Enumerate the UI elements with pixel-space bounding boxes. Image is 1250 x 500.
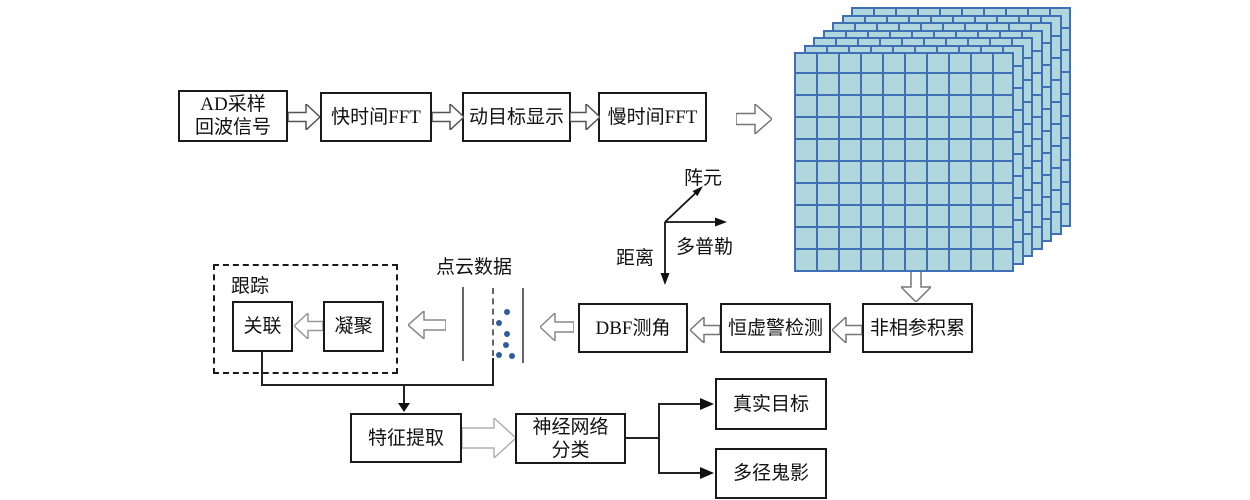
tracking-group-title: 跟踪 <box>231 276 270 297</box>
connector-line <box>492 358 494 386</box>
box-label: 凝聚 <box>334 316 373 337</box>
box-feature-extraction: 特征提取 <box>350 413 462 463</box>
box-label: 恒虚警检测 <box>727 317 823 339</box>
point-cloud-frame-line <box>522 288 524 363</box>
cube-layer <box>794 52 1014 272</box>
flow-arrow-right-icon <box>736 104 772 134</box>
box-dbf-angle-measurement: DBF测角 <box>578 303 688 353</box>
flow-arrow-down-icon <box>901 271 931 302</box>
box-label: 动目标显示 <box>468 106 564 128</box>
flow-arrow-right-icon <box>570 104 600 130</box>
box-label: 关联 <box>243 316 282 337</box>
box-label: AD采样 <box>200 94 266 115</box>
box-cfar-detection: 恒虚警检测 <box>720 303 831 353</box>
flow-arrow-left-icon <box>540 313 574 341</box>
connector-line <box>261 384 494 386</box>
arrowhead-right-icon <box>700 398 714 410</box>
box-association: 关联 <box>232 301 293 352</box>
point-cloud-dot <box>504 331 510 337</box>
tracking-group-box <box>213 264 398 374</box>
box-label: DBF测角 <box>595 317 671 339</box>
box-label: 回波信号 <box>194 117 271 138</box>
point-cloud-dot <box>503 342 509 348</box>
connector-line <box>261 352 263 386</box>
box-label: 神经网络 <box>532 416 609 438</box>
axis-label-doppler: 多普勒 <box>676 237 734 258</box>
connector-line <box>658 403 660 474</box>
box-label: 分类 <box>551 439 590 461</box>
radar-data-cube <box>794 7 1084 277</box>
arrowhead-down-icon <box>398 403 410 412</box>
box-ad-sampling-echo: AD采样 回波信号 <box>178 90 288 142</box>
flow-arrow-right-icon <box>432 104 464 130</box>
box-label: 非相参积累 <box>869 317 965 339</box>
flow-arrow-left-icon <box>832 317 862 343</box>
box-label: 真实目标 <box>732 393 809 415</box>
point-cloud-frame-line-dashed <box>492 288 494 356</box>
point-cloud-dot <box>504 309 510 315</box>
box-label: 特征提取 <box>367 427 444 449</box>
box-noncoherent-integration: 非相参积累 <box>862 303 973 353</box>
point-cloud-frame-line <box>462 287 464 361</box>
point-cloud-dot <box>496 320 502 326</box>
box-fast-time-fft: 快时间FFT <box>320 92 432 142</box>
point-cloud-label: 点云数据 <box>436 257 513 278</box>
arrowhead-right-icon <box>700 467 714 479</box>
point-cloud-dot <box>496 352 502 358</box>
cube-axes-icon <box>660 186 727 285</box>
box-slow-time-fft: 慢时间FFT <box>598 92 707 142</box>
point-cloud-dot <box>509 353 515 359</box>
box-clustering: 凝聚 <box>323 301 384 352</box>
box-mti-display: 动目标显示 <box>462 92 571 142</box>
flow-arrow-left-icon <box>408 311 446 339</box>
box-label: 快时间FFT <box>331 106 421 128</box>
axis-label-range: 距离 <box>616 248 655 269</box>
connector-line <box>403 384 405 405</box>
flow-arrow-left-icon <box>690 317 720 343</box>
box-label: 多径鬼影 <box>732 463 809 484</box>
flow-arrow-right-icon <box>288 104 320 130</box>
box-neural-network-classification: 神经网络 分类 <box>515 413 626 464</box>
box-multipath-ghost: 多径鬼影 <box>715 448 827 499</box>
flow-arrow-left-icon <box>294 313 323 339</box>
box-real-target: 真实目标 <box>715 378 827 430</box>
connector-line <box>658 472 700 474</box>
connector-line <box>658 403 700 405</box>
flow-arrow-right-icon <box>462 418 516 458</box>
connector-line <box>626 437 660 439</box>
box-label: 慢时间FFT <box>607 106 698 128</box>
axis-label-array-element: 阵元 <box>684 168 723 189</box>
